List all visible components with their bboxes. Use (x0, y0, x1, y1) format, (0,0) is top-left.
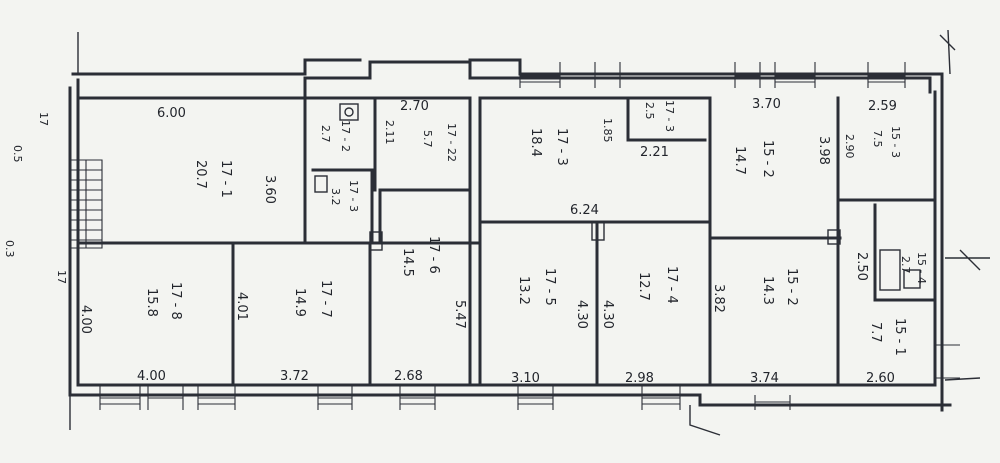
room-area: 18.4 (528, 128, 543, 157)
stair-labels: 17 0.5 17 0.3 (3, 112, 68, 284)
dim-label: 3.98 (816, 136, 831, 165)
dim-label: 2.11 (383, 120, 396, 145)
column (827, 229, 841, 245)
dim-label: 2.98 (625, 371, 654, 386)
dim-label: 3.60 (262, 175, 277, 204)
dim-label: 2.59 (868, 99, 897, 114)
room-code: 17 - 8 (168, 282, 183, 320)
room-code: 17 - 3 (554, 128, 569, 166)
room-area: 3.2 (329, 188, 342, 206)
room-area: 15.8 (144, 288, 159, 317)
room-r13: 17 - 4 12.7 4.30 2.98 (600, 266, 679, 386)
bath-fixture (879, 249, 901, 291)
stair-label: 17 (55, 270, 68, 284)
room-r9: 17 - 8 15.8 4.00 4.00 (78, 282, 183, 384)
dim-label: 2.70 (400, 99, 429, 114)
dim-label: 4.00 (137, 369, 166, 384)
room-code: 15 - 1 (892, 318, 907, 356)
room-r8: 2.59 15 - 3 7.5 2.90 (843, 99, 902, 159)
dim-label: 6.00 (157, 106, 186, 121)
stair-label: 0.3 (3, 240, 16, 258)
room-code: 17 - 5 (542, 268, 557, 306)
room-r7: 3.70 15 - 2 14.7 3.98 (732, 97, 831, 178)
room-area: 14.9 (292, 288, 307, 317)
stair-label: 0.5 (11, 145, 24, 163)
room-r2: 17 - 2 2.7 (319, 120, 352, 152)
dim-label: 2.90 (843, 134, 856, 159)
room-area: 14.5 (400, 248, 415, 277)
room-r12: 17 - 5 13.2 4.30 3.10 (511, 268, 589, 386)
dim-label: 4.00 (78, 305, 93, 334)
room-area: 7.7 (868, 322, 883, 343)
dim-label: 5.47 (452, 300, 467, 329)
room-area: 2.5 (643, 102, 656, 120)
room-labels: 6.00 17 - 1 20.7 3.60 17 - 2 2.7 17 - 3 … (78, 97, 928, 386)
room-code: 17 - 6 (426, 236, 441, 274)
room-r15: 15 - 4 2.7 (899, 252, 928, 284)
room-r6: 17 - 3 2.5 1.85 2.21 (601, 100, 676, 160)
dim-label: 3.74 (750, 371, 779, 386)
room-code: 17 - 1 (218, 160, 233, 198)
room-code: 17 - 4 (664, 266, 679, 304)
toilet-fixture-2 (903, 269, 921, 289)
dim-label: 4.30 (600, 300, 615, 329)
window-marks (99, 62, 960, 410)
room-code: 17 - 3 (347, 180, 360, 212)
sanitary-fixtures (314, 103, 921, 291)
room-r10: 17 - 7 14.9 4.01 3.72 (234, 280, 333, 384)
dim-label: 2.60 (866, 371, 895, 386)
room-code: 15 - 2 (760, 140, 775, 178)
interior-walls (76, 96, 937, 387)
dim-label: 4.01 (234, 292, 249, 321)
room-area: 12.7 (636, 272, 651, 301)
dim-label: 2.50 (854, 252, 869, 281)
room-r14: 15 - 2 14.3 3.82 3.74 (711, 268, 799, 386)
dim-label: 3.82 (711, 284, 726, 313)
washbasin-fixture (314, 175, 328, 193)
room-area: 13.2 (516, 276, 531, 305)
room-r1: 6.00 17 - 1 20.7 3.60 (157, 106, 277, 204)
room-code: 17 - 22 (445, 123, 458, 162)
room-code: 15 - 2 (784, 268, 799, 306)
stair-label: 17 (37, 112, 50, 126)
dim-label: 3.70 (752, 97, 781, 112)
room-area: 2.7 (319, 125, 332, 143)
room-area: 2.7 (899, 256, 912, 274)
room-r16: 15 - 1 7.7 2.50 2.60 (854, 252, 907, 386)
room-r3: 17 - 3 3.2 (329, 180, 360, 212)
room-area: 20.7 (193, 160, 208, 189)
dim-label: 3.10 (511, 371, 540, 386)
room-area: 5.7 (421, 130, 434, 148)
room-code: 17 - 3 (663, 100, 676, 132)
stair-hatching (70, 159, 103, 249)
room-code: 15 - 4 (915, 252, 928, 284)
column (369, 231, 383, 251)
room-area: 14.7 (732, 146, 747, 175)
room-code: 17 - 7 (318, 280, 333, 318)
dim-label: 2.21 (640, 145, 669, 160)
dim-label: 4.30 (574, 300, 589, 329)
room-r4: 2.70 17 - 22 5.7 2.11 (383, 99, 458, 162)
dim-label: 1.85 (601, 118, 614, 143)
room-r5: 17 - 3 18.4 6.24 (528, 128, 599, 218)
toilet-fixture (339, 103, 359, 121)
column (591, 221, 605, 241)
room-code: 17 - 2 (339, 120, 352, 152)
dim-label: 2.68 (394, 369, 423, 384)
room-code: 15 - 3 (889, 126, 902, 158)
room-area: 14.3 (760, 276, 775, 305)
dim-label: 6.24 (570, 203, 599, 218)
room-area: 7.5 (871, 130, 884, 148)
room-r11: 17 - 6 14.5 5.47 2.68 (394, 236, 467, 384)
dim-label: 3.72 (280, 369, 309, 384)
